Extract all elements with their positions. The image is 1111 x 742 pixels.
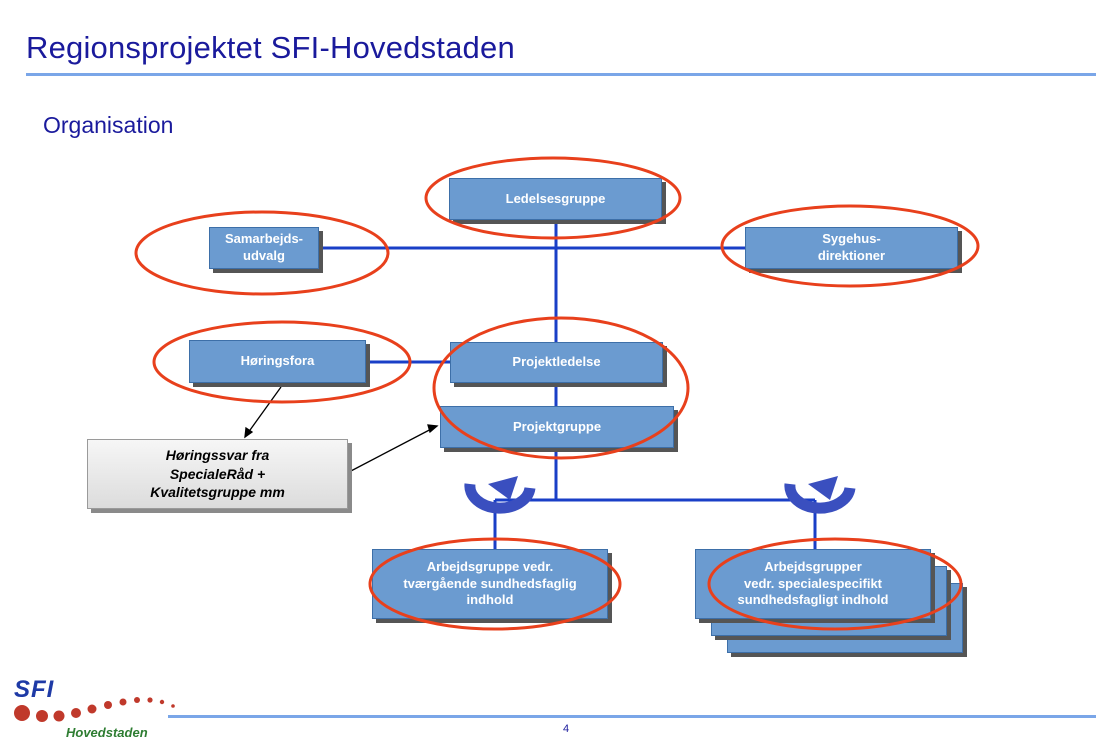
note-line-3: Kvalitetsgruppe mm bbox=[150, 484, 285, 501]
title-divider bbox=[26, 73, 1096, 76]
section-subtitle: Organisation bbox=[43, 112, 174, 138]
note-hoeringssvar: Høringssvar fra SpecialeRåd + Kvalitetsg… bbox=[87, 439, 348, 509]
cycle-arrow-right-icon bbox=[784, 476, 856, 514]
logo-sfi-text: SFI bbox=[14, 676, 55, 703]
cycle-arrow-left-icon bbox=[464, 476, 536, 514]
note-line-1: Høringssvar fra bbox=[165, 446, 270, 463]
logo-subtext: Hovedstaden bbox=[66, 725, 148, 740]
page-number: 4 bbox=[563, 723, 570, 735]
arrowhead-1 bbox=[244, 426, 254, 439]
page-title: Regionsprojektet SFI-Hovedstaden bbox=[26, 30, 515, 65]
arrow-note-projektgruppe bbox=[348, 425, 438, 473]
note-line-2: SpecialeRåd + bbox=[169, 465, 266, 482]
footer-divider bbox=[168, 715, 1096, 718]
